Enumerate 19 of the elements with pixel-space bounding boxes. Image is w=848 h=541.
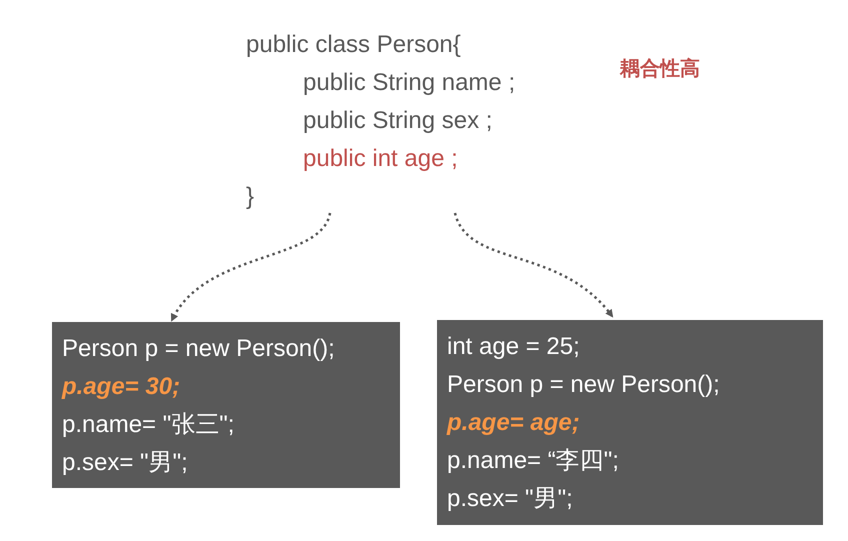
arrow bbox=[170, 212, 332, 322]
code-box bbox=[52, 322, 400, 488]
code-line: p.name= "张三"; bbox=[62, 410, 234, 440]
code-line: p.sex= "男"; bbox=[62, 448, 188, 478]
code-line: p.sex= "男"; bbox=[447, 484, 573, 514]
code-line: Person p = new Person(); bbox=[447, 370, 720, 400]
code-line: public String name ; bbox=[303, 68, 516, 98]
code-line: public int age ; bbox=[303, 144, 458, 174]
code-box bbox=[437, 320, 823, 525]
code-line: public String sex ; bbox=[303, 106, 492, 136]
code-line: Person p = new Person(); bbox=[62, 334, 335, 364]
code-line: int age = 25; bbox=[447, 332, 580, 362]
note-text: 耦合性高 bbox=[620, 56, 700, 82]
arrow bbox=[454, 212, 614, 318]
code-line: } bbox=[246, 182, 254, 212]
code-line: public class Person{ bbox=[246, 30, 461, 60]
code-line: p.name= “李四"; bbox=[447, 446, 619, 476]
code-line: p.age= age; bbox=[447, 408, 580, 438]
code-line: p.age= 30; bbox=[62, 372, 180, 402]
